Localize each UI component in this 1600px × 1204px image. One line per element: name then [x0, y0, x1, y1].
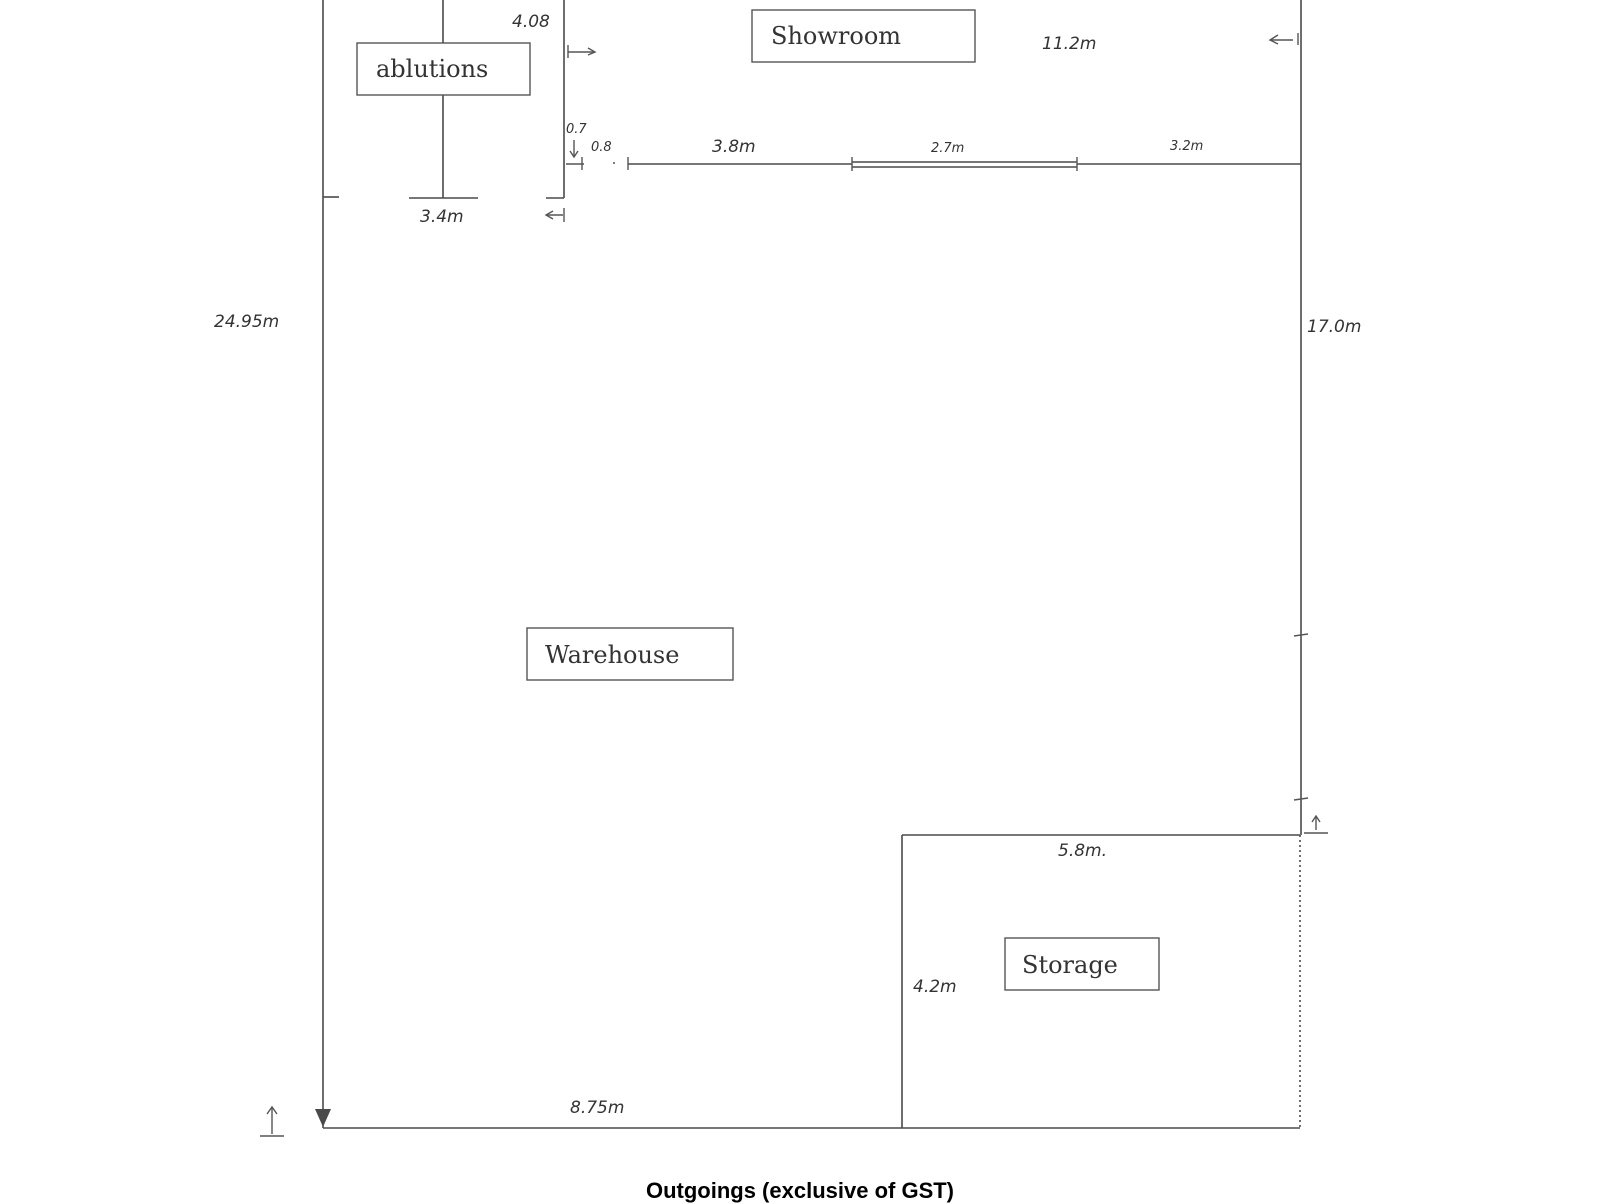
dim-bottom-wall: 8.75m — [570, 1098, 624, 1118]
ablutions-marker-arrow — [587, 47, 597, 56]
dim-storage-height: 4.2m — [913, 977, 957, 997]
ablutions-label: ablutions — [376, 55, 488, 83]
partition-dot — [613, 162, 615, 164]
gap-arrow-head — [569, 150, 579, 159]
dim-left-wall: 24.95m — [214, 312, 279, 332]
dim-storage-width: 5.8m. — [1058, 841, 1107, 861]
left-wall-arrowhead — [315, 1109, 331, 1127]
showroom-label-box — [751, 9, 976, 63]
corner-marker-arrow — [1311, 814, 1321, 823]
storage-label-box — [1004, 937, 1160, 991]
dim-ablutions-height: 4.08 — [512, 12, 550, 32]
dim-right-wall: 17.0m — [1307, 317, 1361, 337]
ablutions-label-box — [356, 42, 531, 96]
warehouse-label: Warehouse — [545, 641, 679, 669]
origin-marker-arrow — [266, 1105, 278, 1115]
dim-showroom-width: 11.2m — [1042, 34, 1096, 54]
warehouse-label-box — [526, 627, 734, 681]
dim-gap-0-8: 0.8 — [591, 140, 612, 155]
dim-seg-3-8: 3.8m — [712, 137, 756, 157]
showroom-label: Showroom — [771, 22, 901, 50]
outgoings-heading: Outgoings (exclusive of GST) — [645, 1178, 955, 1203]
dim-seg-2-7: 2.7m — [931, 141, 964, 156]
right-wall-tick-lower — [1293, 797, 1309, 801]
right-wall-tick-upper — [1293, 633, 1309, 637]
storage-label: Storage — [1022, 951, 1118, 979]
dim-ablutions-width: 3.4m — [420, 207, 464, 227]
dim-gap-0-7: 0.7 — [566, 122, 587, 137]
ablutions-bottom-marker-arrow — [544, 210, 554, 220]
showroom-marker-arrow — [1268, 34, 1279, 45]
dim-seg-3-2: 3.2m — [1170, 139, 1203, 154]
